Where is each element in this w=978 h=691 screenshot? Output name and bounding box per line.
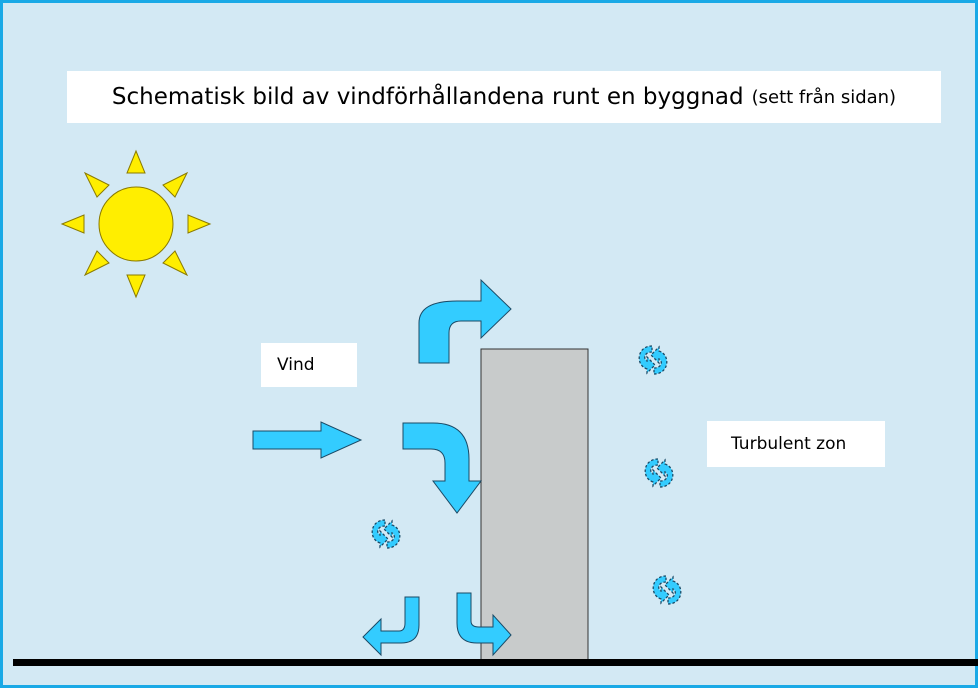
wind-arrow-icon	[252, 421, 363, 459]
ground-left-arrow-icon	[362, 596, 420, 657]
title-main: Schematisk bild av vindförhållandena run…	[111, 84, 744, 110]
scene-illustration	[13, 149, 978, 666]
sun-icon	[60, 149, 212, 299]
wind-label-text: Vind	[277, 355, 315, 375]
swirl-icon	[644, 458, 674, 488]
upward-deflection-arrow-icon	[418, 278, 512, 364]
ground-right-arrow-icon	[456, 592, 512, 657]
swirl-icon	[371, 519, 401, 549]
ground-line	[13, 659, 978, 666]
swirl-icon	[652, 575, 682, 605]
turbulence-label-text: Turbulent zon	[731, 434, 847, 454]
turbulence-label: Turbulent zon	[707, 421, 885, 467]
building	[480, 348, 589, 665]
title-subtitle: (sett från sidan)	[751, 86, 897, 108]
wind-label: Vind	[261, 343, 357, 387]
downward-deflection-arrow-icon	[402, 422, 482, 514]
swirl-icon	[638, 345, 668, 375]
title-box: Schematisk bild av vindförhållandena run…	[67, 71, 941, 123]
